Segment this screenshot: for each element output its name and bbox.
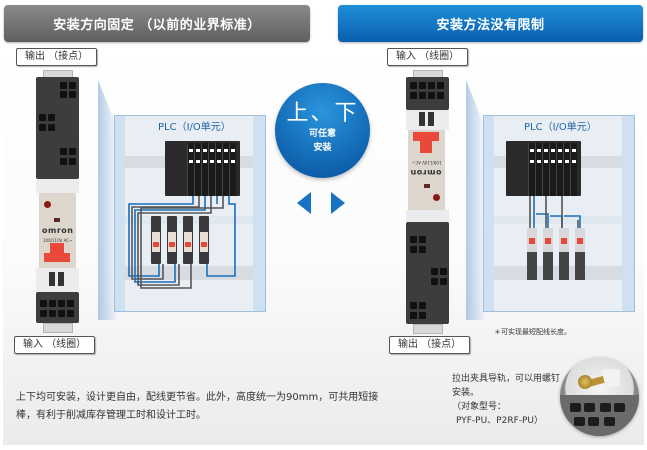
badge-line-1: 可任意 [308, 129, 336, 139]
right-mini-relay-4 [575, 228, 585, 280]
right-relay-brand: omron [410, 168, 442, 177]
screw-info-line-2: （对象型号： [452, 402, 507, 412]
screw-info-line-1: 拉出夹具导轨，可以用螺钉安装。 [452, 374, 561, 398]
shortest-wiring-note: ＊可实现最短配线长度。 [494, 328, 571, 336]
badge-up-down: 上、下 [286, 101, 359, 126]
left-plc-unit [165, 141, 240, 196]
right-cabinet: PLC（I/O单元） [483, 115, 635, 312]
any-direction-badge: 上、下 可任意 安装 [275, 83, 370, 178]
screw-mount-photo [560, 357, 639, 436]
arrow-left-icon [297, 192, 311, 214]
right-projection-shade [466, 80, 484, 320]
left-bottom-tag: 输入 （线圈） [14, 336, 96, 354]
left-long-wiring [128, 196, 236, 289]
left-relay-brand: omron [42, 226, 74, 235]
right-mini-relay-2 [543, 228, 553, 280]
screw-mount-info: 拉出夹具导轨，可以用螺钉安装。 （对象型号： PYF-PU、P2RF-PU） [452, 372, 562, 428]
left-cabinet-title: PLC（I/O单元） [158, 122, 231, 133]
description-text: 上下均可安装，设计更自由，配线更节省。此外，高度统一为90mm，可共用短接棒，有… [16, 392, 379, 421]
right-cabinet-title: PLC（I/O单元） [524, 122, 597, 133]
left-mini-relay-3 [183, 216, 193, 264]
unrestricted-banner: 安装方法没有限制 [338, 5, 643, 42]
right-relay-rating: 100/110V AC~ [412, 160, 442, 165]
arrow-right-icon [331, 192, 345, 214]
right-mini-relay-3 [559, 228, 569, 280]
left-relay-rating: 100/110V AC~ [43, 238, 73, 243]
badge-line-2: 安装 [313, 143, 332, 153]
fixed-direction-banner: 安装方向固定 （以前的业界标准） [4, 5, 310, 42]
left-top-tag: 输出 （接点） [16, 48, 98, 66]
right-top-tag: 输入 （线圈） [387, 48, 469, 66]
right-plc-unit [506, 141, 581, 196]
left-projection-shade [98, 80, 116, 320]
right-mini-relay-1 [527, 228, 537, 280]
right-short-wiring [529, 196, 581, 228]
left-mini-relay-4 [199, 216, 209, 264]
left-mini-relay-2 [167, 216, 177, 264]
right-bottom-tag: 输出 （接点） [389, 336, 471, 354]
left-mini-relay-1 [151, 216, 161, 264]
left-cabinet: PLC（I/O单元） [114, 115, 266, 312]
screw-info-line-3: PYF-PU、P2RF-PU） [456, 416, 544, 426]
